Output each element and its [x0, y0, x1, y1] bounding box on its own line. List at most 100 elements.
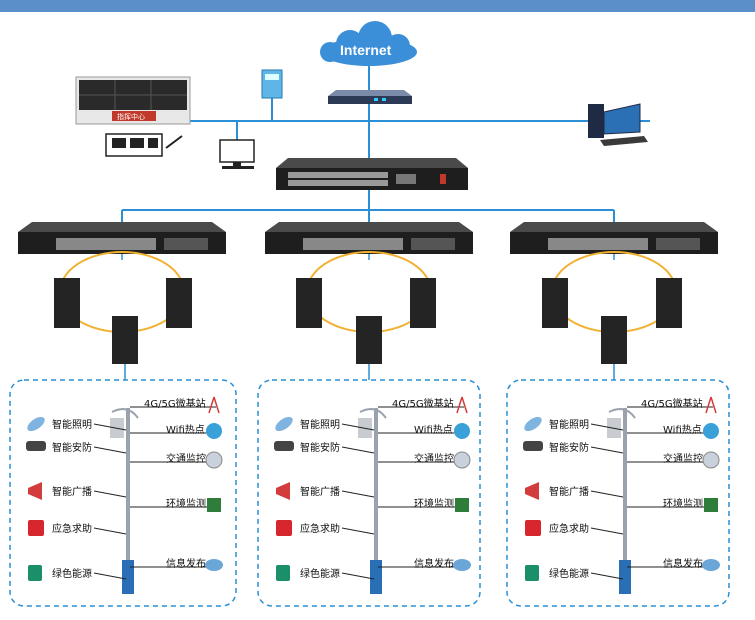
- leader-line: [93, 446, 127, 454]
- access-switch-icon: [112, 316, 138, 364]
- ev-charger-icon: [525, 565, 539, 581]
- device-label-left: 智能安防: [52, 443, 92, 454]
- environment-sensor-icon: [455, 498, 469, 512]
- satellite-icon: [205, 559, 223, 571]
- loudspeaker-icon: [525, 482, 539, 500]
- device-label-left: 绿色能源: [52, 569, 92, 580]
- leader-line: [93, 527, 127, 535]
- device-label-left: 智能广播: [549, 487, 589, 498]
- leader-line: [93, 572, 127, 580]
- internet-cloud-icon: [320, 21, 417, 66]
- access-switch-icon: [601, 316, 627, 364]
- internet-label: Internet: [340, 42, 392, 58]
- device-label-left: 智能广播: [300, 487, 340, 498]
- command-center-label: 指挥中心: [117, 113, 145, 121]
- lamp-pole: [126, 408, 130, 594]
- wifi-icon: [454, 423, 470, 439]
- lamp-head: [608, 408, 636, 419]
- device-label-right: 环境监测: [663, 499, 703, 510]
- dome-camera-icon: [453, 451, 471, 469]
- emergency-button-icon: [28, 520, 44, 536]
- environment-sensor-icon: [704, 498, 718, 512]
- leader-line: [590, 423, 624, 431]
- dome-camera-icon: [702, 451, 720, 469]
- street-lamp-icon: [275, 416, 293, 432]
- leader-line: [341, 446, 375, 454]
- device-label-left: 应急求助: [52, 524, 92, 535]
- charging-pile: [619, 560, 631, 594]
- router-icon: [328, 90, 412, 104]
- device-label-left: 绿色能源: [549, 569, 589, 580]
- leader-line: [93, 490, 127, 498]
- device-label-right: 交通监控: [166, 454, 206, 465]
- loudspeaker-icon: [28, 482, 42, 500]
- security-camera-icon: [274, 441, 294, 451]
- device-label-left: 应急求助: [300, 524, 340, 535]
- ev-charger-icon: [28, 565, 42, 581]
- device-label-right: 信息发布: [414, 559, 454, 570]
- device-label-right: 信息发布: [166, 559, 206, 570]
- device-label-left: 智能广播: [52, 487, 92, 498]
- security-camera-icon: [26, 441, 46, 451]
- core-switch-icon: [276, 158, 468, 190]
- leader-line: [341, 423, 375, 431]
- leader-line: [590, 490, 624, 498]
- device-label-left: 智能照明: [52, 420, 92, 431]
- loudspeaker-icon: [276, 482, 290, 500]
- leader-line: [341, 572, 375, 580]
- aggregation-switch-icon: [510, 222, 718, 254]
- device-label-right: 交通监控: [414, 454, 454, 465]
- charging-pile: [370, 560, 382, 594]
- device-label-right: Wifi热点: [414, 425, 453, 436]
- workstation-icon: [219, 139, 255, 169]
- video-wall-icon: [75, 76, 191, 125]
- antenna-icon: [705, 396, 717, 414]
- device-label-right: 4G/5G微基站: [144, 399, 206, 410]
- leader-line: [93, 423, 127, 431]
- device-label-left: 智能照明: [300, 420, 340, 431]
- device-label-right: 信息发布: [663, 559, 703, 570]
- lamp-pole: [623, 408, 627, 594]
- access-switch-icon: [542, 278, 568, 328]
- access-switches: [54, 278, 682, 364]
- device-label-right: 4G/5G微基站: [641, 399, 703, 410]
- access-switch-icon: [356, 316, 382, 364]
- security-camera-icon: [523, 441, 543, 451]
- device-label-right: 4G/5G微基站: [392, 399, 454, 410]
- device-label-left: 绿色能源: [300, 569, 340, 580]
- device-label-right: Wifi热点: [663, 425, 702, 436]
- zone-boxes: [9, 379, 730, 607]
- leader-line: [590, 527, 624, 535]
- street-lamp-icon: [27, 416, 45, 432]
- access-switch-icon: [166, 278, 192, 328]
- antenna-icon: [208, 396, 220, 414]
- access-switch-icon: [296, 278, 322, 328]
- lamp-head: [359, 408, 387, 419]
- device-label-left: 智能安防: [549, 443, 589, 454]
- leader-line: [341, 527, 375, 535]
- access-switch-icon: [410, 278, 436, 328]
- operator-console-icon: [105, 133, 183, 157]
- wifi-icon: [703, 423, 719, 439]
- device-label-right: Wifi热点: [166, 425, 205, 436]
- header-bar: [0, 0, 755, 12]
- device-label-right: 交通监控: [663, 454, 703, 465]
- device-label-right: 环境监测: [414, 499, 454, 510]
- wifi-icon: [206, 423, 222, 439]
- emergency-button-icon: [276, 520, 292, 536]
- network-links: [121, 60, 650, 222]
- lamp-head: [111, 408, 139, 419]
- charging-pile: [122, 560, 134, 594]
- leader-line: [590, 446, 624, 454]
- access-switch-icon: [656, 278, 682, 328]
- satellite-icon: [702, 559, 720, 571]
- aggregation-switch-icon: [18, 222, 226, 254]
- leader-line: [341, 490, 375, 498]
- device-label-left: 智能安防: [300, 443, 340, 454]
- leader-line: [590, 572, 624, 580]
- device-label-right: 环境监测: [166, 499, 206, 510]
- device-label-left: 智能照明: [549, 420, 589, 431]
- emergency-button-icon: [525, 520, 541, 536]
- aggregation-switch-icon: [265, 222, 473, 254]
